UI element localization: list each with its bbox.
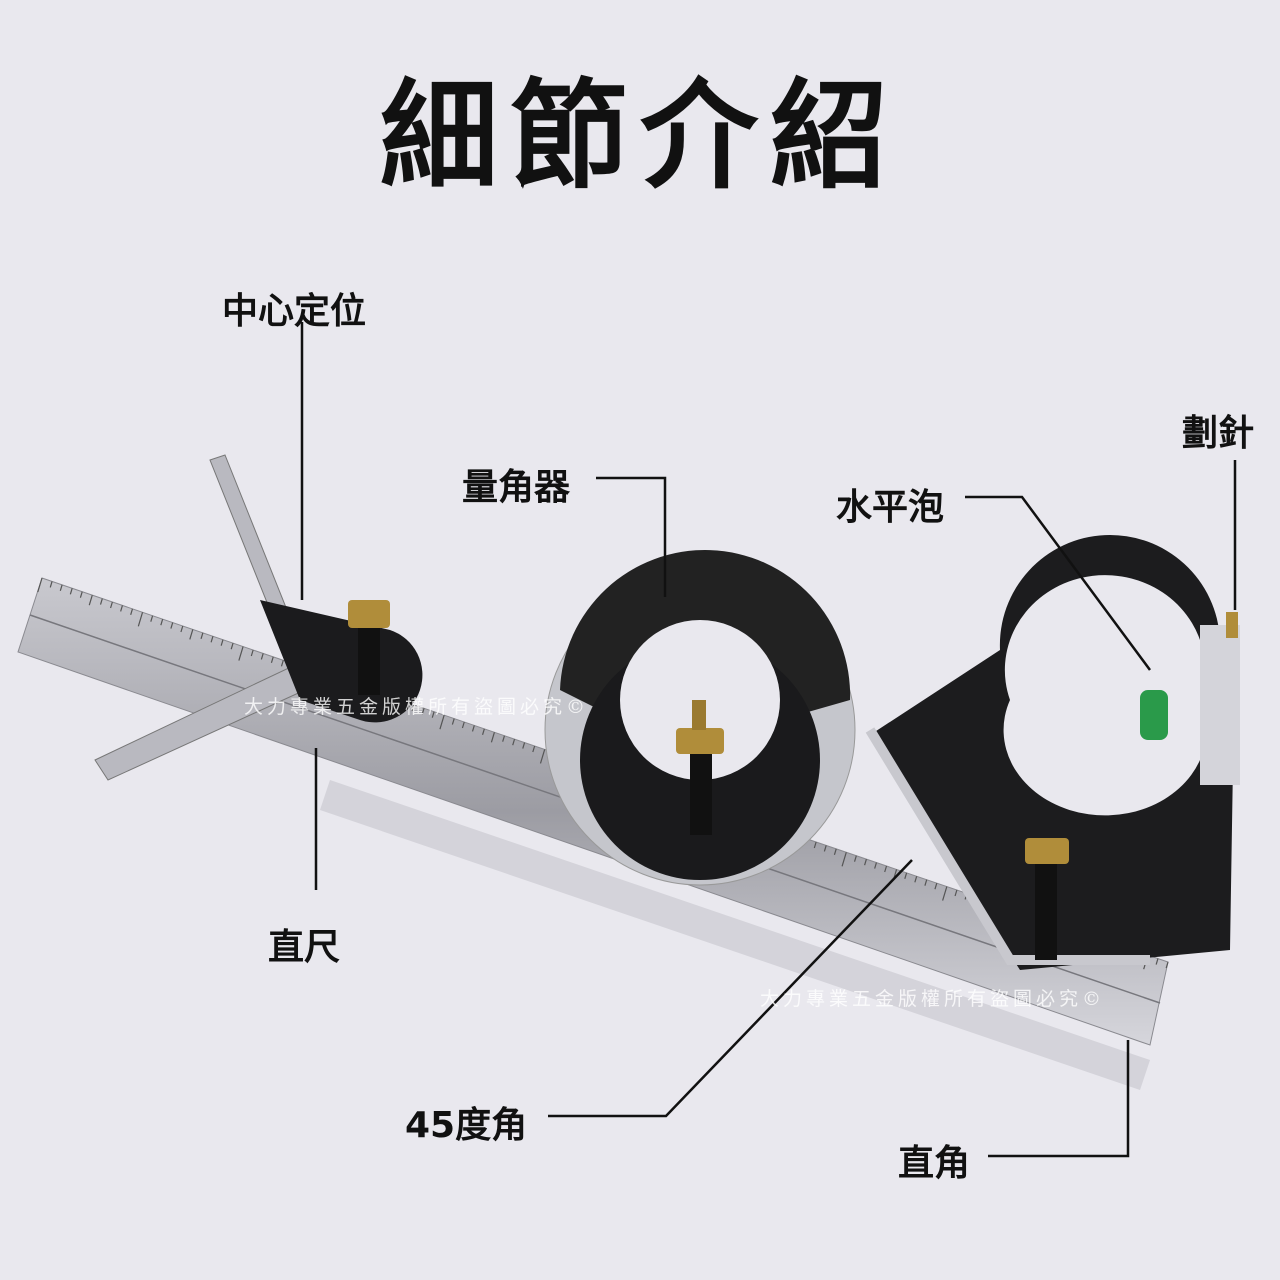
ruler-tick: [431, 711, 435, 718]
ruler-tick: [79, 591, 83, 598]
ruler-tick: [270, 656, 274, 664]
ruler-tick: [260, 653, 264, 660]
ruler-tick: [813, 841, 817, 849]
ruler-tick: [37, 577, 43, 593]
label-spirit-level: 水平泡: [836, 487, 945, 528]
ruler-tick: [841, 852, 847, 867]
label-45-degree-angle: 45度角: [405, 1105, 528, 1146]
ruler-tick: [439, 714, 445, 730]
ruler-tick: [170, 622, 174, 629]
ruler-tick: [532, 745, 536, 753]
spirit-level: [1140, 690, 1168, 740]
ruler-tick: [238, 646, 244, 661]
ruler-tick: [59, 584, 63, 592]
ruler-tick: [451, 718, 455, 725]
label-ruler: 直尺: [268, 927, 341, 968]
knurled-nut: [676, 728, 724, 754]
ruler-tick: [512, 738, 516, 746]
ruler-tick: [230, 642, 234, 650]
ruler-tick: [137, 612, 144, 627]
leader-lines: [300, 322, 1237, 1158]
ruler-tick: [180, 625, 184, 633]
ruler-tick: [934, 882, 938, 890]
ruler-tick: [471, 725, 475, 732]
ruler-tick: [160, 618, 164, 626]
watermark: 大力專業五金版權所有盜圖必究©: [244, 696, 590, 718]
square-head: [865, 534, 1240, 970]
ruler-tick: [99, 598, 103, 605]
knurled-nut: [1025, 838, 1069, 864]
ruler-tick: [1165, 961, 1169, 969]
center-finder-body: [260, 600, 423, 723]
ruler-tick: [954, 889, 958, 897]
ruler-tick: [490, 732, 495, 743]
ruler-tick: [942, 886, 948, 901]
ruler-tick: [522, 742, 526, 749]
ruler-tick: [210, 636, 214, 643]
scriber: [1226, 612, 1238, 638]
ruler-tick: [853, 855, 857, 862]
ruler-tick: [411, 704, 415, 712]
ruler-tick: [833, 848, 837, 856]
ruler-tick: [220, 639, 224, 646]
knurled-nut: [348, 600, 390, 628]
ruler-tick: [874, 862, 878, 869]
ruler-tick: [200, 632, 204, 640]
ruler-tick: [914, 876, 918, 883]
ruler-tick: [1155, 958, 1159, 965]
ruler-tick: [150, 615, 154, 622]
ruler-tick: [69, 588, 73, 595]
ruler-tick: [461, 721, 465, 729]
watermark: 大力專業五金版權所有盜圖必究©: [760, 988, 1106, 1010]
ruler-tick: [864, 858, 867, 866]
label-center-finder: 中心定位: [222, 291, 367, 332]
ruler-tick: [110, 601, 113, 609]
protractor: [544, 550, 856, 886]
ruler-tick: [280, 660, 284, 667]
ruler-tick: [884, 865, 888, 873]
ruler-tick: [539, 749, 546, 764]
ruler-tick: [421, 708, 425, 715]
ruler-tick: [481, 728, 485, 736]
ruler-tick: [88, 594, 93, 606]
label-right-angle: 直角: [898, 1143, 971, 1184]
ruler-tick: [924, 879, 928, 886]
ruler-tick: [250, 649, 254, 657]
ruler-tick: [49, 581, 53, 588]
page-title: 細節介紹: [379, 67, 900, 205]
ruler-tick: [189, 629, 194, 640]
ruler-tick: [502, 735, 506, 742]
label-protractor: 量角器: [462, 467, 571, 508]
ruler-tick: [904, 872, 908, 880]
label-scriber: 劃針: [1182, 413, 1255, 454]
ruler-tick: [130, 608, 134, 616]
ruler-tick: [120, 605, 124, 612]
ruler-tick: [823, 845, 827, 852]
